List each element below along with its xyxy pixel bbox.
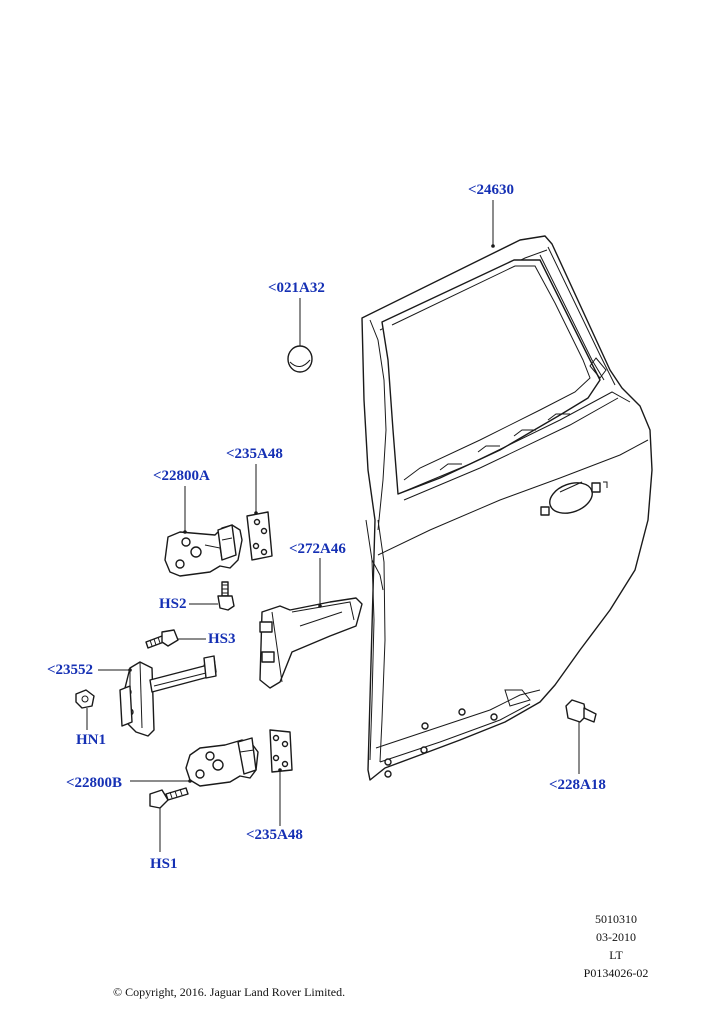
door-bumper[interactable] (565, 699, 597, 723)
meta-date: 03-2010 (596, 930, 636, 944)
callout-hs1[interactable]: HS1 (150, 856, 178, 872)
bolt-hs2[interactable] (217, 581, 235, 611)
bolt-hs1[interactable] (149, 787, 189, 809)
callout-hinge-lower[interactable]: <22800B (66, 775, 123, 791)
callout-door[interactable]: <24630 (468, 182, 515, 198)
callout-hinge-upper[interactable]: <22800A (153, 468, 210, 484)
bolt-hs3[interactable] (145, 629, 179, 649)
cap-plug[interactable] (287, 345, 313, 373)
callout-hs2[interactable]: HS2 (159, 596, 187, 612)
callout-hs3[interactable]: HS3 (208, 631, 236, 647)
callout-check-arm[interactable]: <23552 (47, 662, 94, 678)
copyright-notice: © Copyright, 2016. Jaguar Land Rover Lim… (113, 985, 346, 999)
callout-seal-bracket[interactable]: <272A46 (289, 541, 346, 557)
callout-cap[interactable]: <021A32 (268, 280, 325, 296)
door-check-arm[interactable] (119, 655, 217, 737)
lower-hinge[interactable] (185, 737, 259, 787)
leader-lines (86, 200, 580, 852)
upper-shim[interactable] (246, 511, 273, 561)
callout-bumper[interactable]: <228A18 (549, 777, 606, 793)
meta-code: 5010310 (595, 912, 637, 926)
callout-shim-upper[interactable]: <235A48 (226, 446, 283, 462)
meta-ref: P0134026-02 (583, 966, 649, 980)
rear-door-shell[interactable] (361, 235, 653, 781)
meta-side: LT (609, 948, 623, 962)
nut-hn1[interactable] (75, 689, 95, 709)
callout-hn1[interactable]: HN1 (76, 732, 106, 748)
upper-hinge[interactable] (164, 524, 243, 577)
seal-bracket[interactable] (259, 597, 363, 689)
callout-shim-lower[interactable]: <235A48 (246, 827, 303, 843)
lower-shim[interactable] (269, 729, 293, 773)
